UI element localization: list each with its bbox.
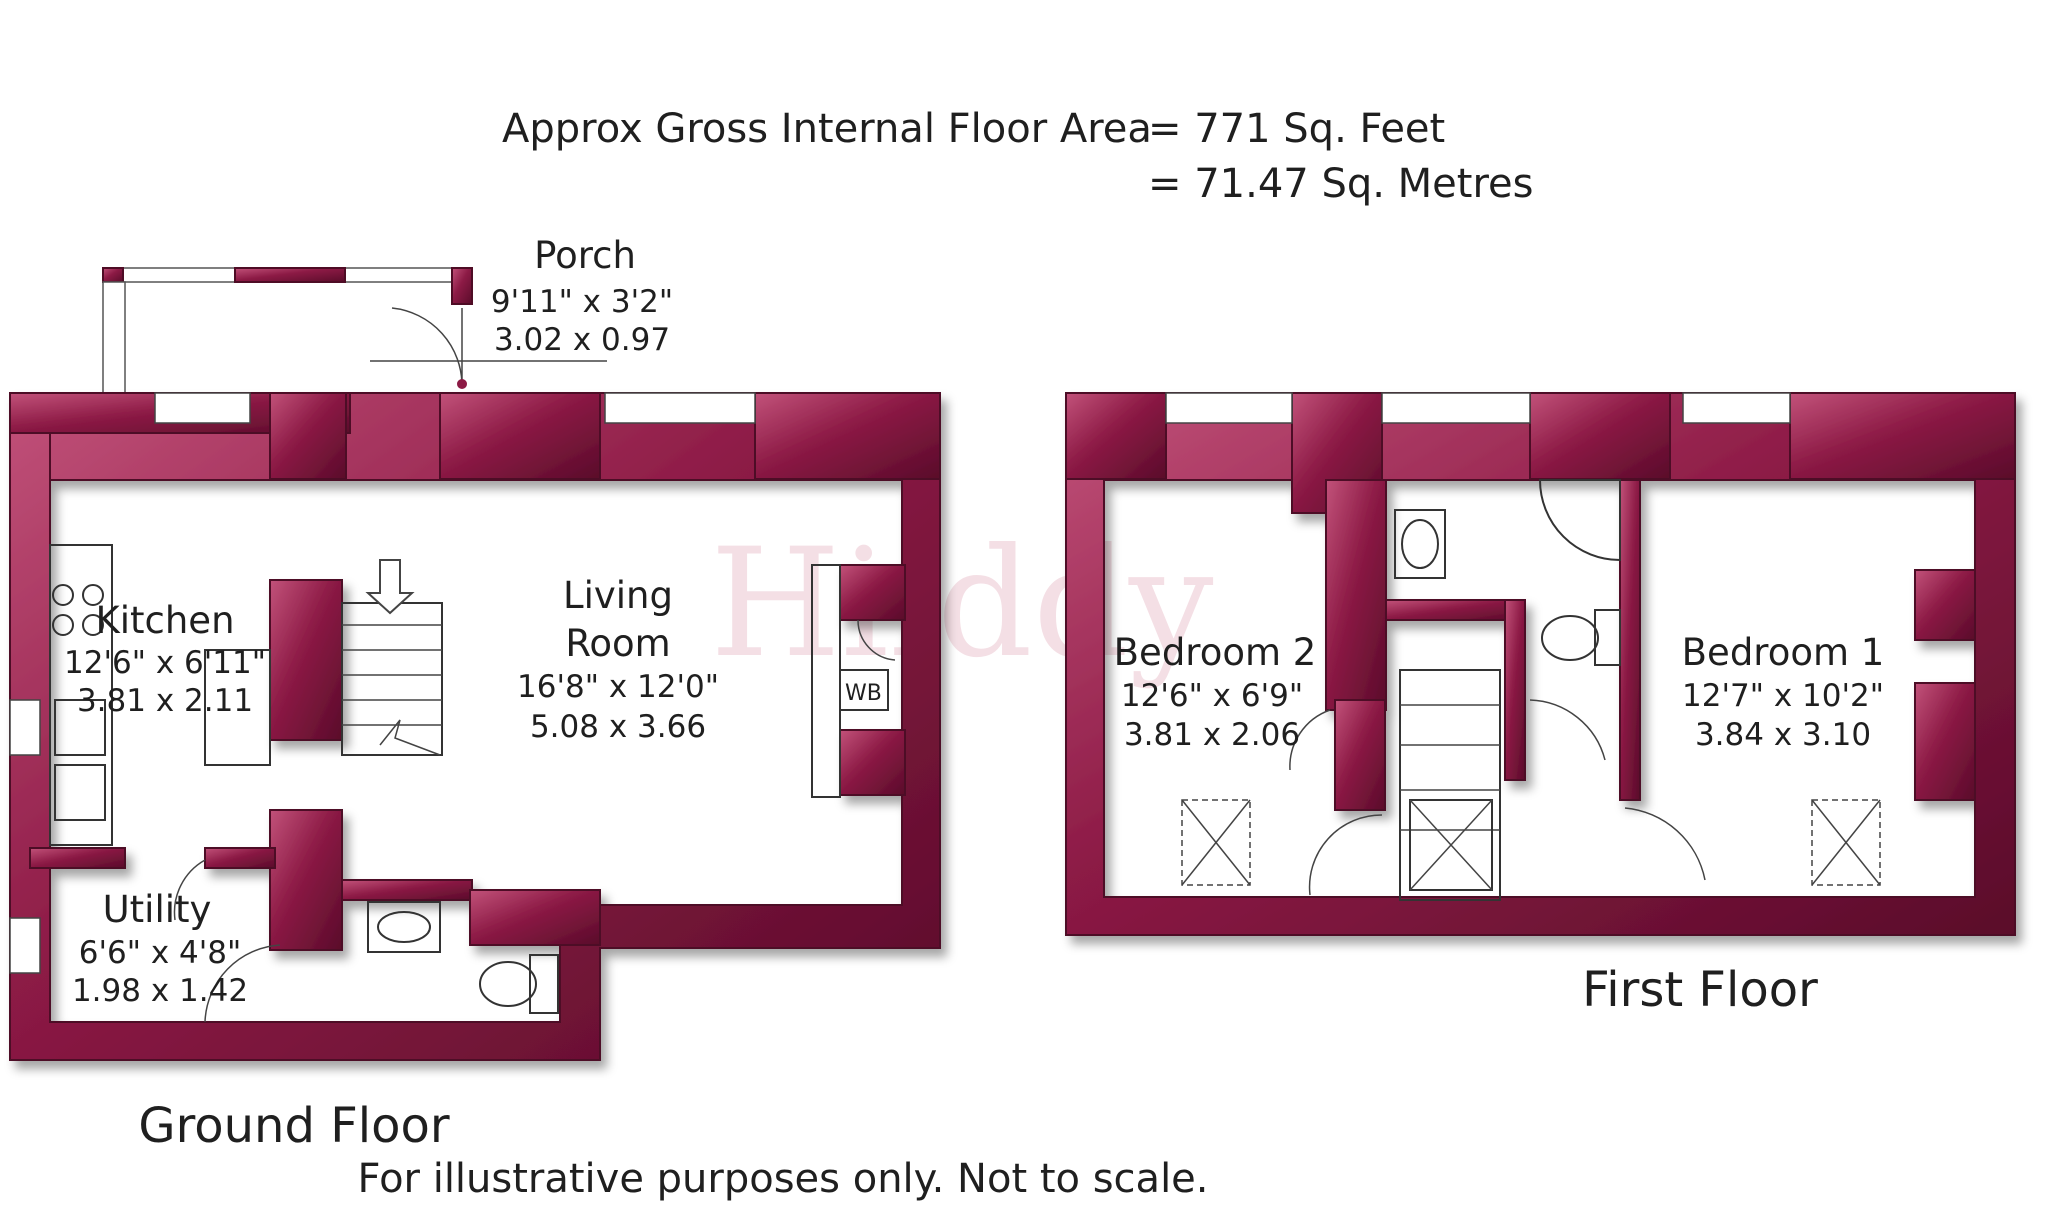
bedroom1-name: Bedroom 1 [1682, 631, 1885, 674]
living-name-line1: Living [563, 574, 673, 617]
bedroom1-metric: 3.84 x 3.10 [1695, 717, 1871, 753]
ground-floor-walls [9, 392, 941, 1061]
first-floor-plan [1065, 392, 2016, 936]
living-fittings: WB [811, 564, 896, 798]
ground-wc [173, 859, 559, 1023]
down-arrow-icon [365, 559, 415, 615]
window [604, 392, 756, 424]
utility-name: Utility [103, 888, 212, 931]
bedroom2-name: Bedroom 2 [1114, 631, 1317, 674]
living-name-line2: Room [565, 622, 670, 665]
porch-metric: 3.02 x 0.97 [494, 322, 670, 358]
window [1381, 392, 1531, 424]
area-sq-feet: = 771 Sq. Feet [1148, 106, 1445, 152]
room-labels: Porch 9'11" x 3'2" 3.02 x 0.97 Kitchen 1… [64, 234, 1884, 1009]
porch-name: Porch [534, 234, 636, 277]
porch-imperial: 9'11" x 3'2" [491, 284, 673, 320]
first-floor-title: First Floor [1582, 962, 1818, 1018]
living-imperial: 16'8" x 12'0" [517, 669, 719, 705]
first-floor-walls [1065, 392, 2016, 936]
ground-floor-title: Ground Floor [138, 1098, 449, 1154]
watermark: Hiiddy [710, 517, 1214, 691]
first-floor-staircase [1399, 669, 1501, 901]
window [9, 699, 41, 756]
kitchen-metric: 3.81 x 2.11 [77, 683, 253, 719]
window [1682, 392, 1791, 424]
window [9, 917, 41, 974]
kitchen-name: Kitchen [95, 599, 234, 642]
utility-metric: 1.98 x 1.42 [72, 973, 248, 1009]
loft-hatch [1811, 799, 1881, 886]
bathroom-fittings [1394, 479, 1621, 666]
utility-imperial: 6'6" x 4'8" [79, 935, 242, 971]
ground-floor-plan: WB [9, 267, 941, 1061]
kitchen-imperial: 12'6" x 6'11" [64, 645, 266, 681]
loft-hatch [1181, 799, 1251, 886]
kitchen-fittings [49, 544, 271, 846]
area-label: Approx Gross Internal Floor Area [502, 106, 1152, 152]
window [1165, 392, 1293, 424]
bedroom2-metric: 3.81 x 2.06 [1124, 717, 1300, 753]
staircase [341, 559, 443, 756]
bedroom2-imperial: 12'6" x 6'9" [1121, 678, 1303, 714]
area-sq-metres: = 71.47 Sq. Metres [1148, 161, 1534, 207]
bedroom1-imperial: 12'7" x 10'2" [1682, 678, 1884, 714]
wb-label: WB [845, 681, 882, 706]
window [154, 392, 251, 424]
living-metric: 5.08 x 3.66 [530, 709, 706, 745]
porch-frame [102, 267, 607, 397]
disclaimer: For illustrative purposes only. Not to s… [357, 1156, 1208, 1202]
